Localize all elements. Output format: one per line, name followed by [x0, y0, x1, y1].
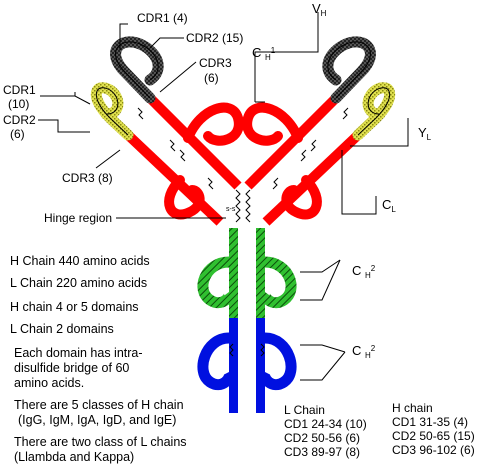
hinge-region	[235, 189, 251, 223]
vh-label: VH	[312, 1, 327, 18]
cdr3-top-label: CDR3	[199, 56, 232, 70]
left-cl-domain	[164, 175, 205, 220]
fact-domain-line2: disulfide bridge of 60	[14, 361, 130, 375]
cdr1-left-count: (10)	[8, 97, 30, 111]
ch3-label: C H2	[352, 343, 376, 360]
h-chain-row: CD3 96-102 (6)	[392, 443, 475, 457]
cdr1-left-label: CDR1	[3, 83, 36, 97]
h-chain-row: CD1 31-35 (4)	[392, 415, 469, 429]
ch3-right-loop	[259, 332, 297, 391]
stem-disulfides	[229, 343, 265, 357]
cdr1-top-label: CDR1 (4)	[137, 11, 188, 25]
right-vl-domain	[352, 82, 395, 141]
l-chain-row: CD2 50-56 (6)	[284, 431, 361, 445]
ch3-left-loop	[197, 332, 235, 391]
ch2-left-loop	[197, 256, 235, 309]
right-arm-disulfides	[272, 107, 349, 190]
h-chain-title: H chain	[392, 401, 433, 415]
left-arm-disulfides	[137, 107, 214, 190]
right-light-strand	[262, 131, 362, 226]
ch1-label: C H1	[252, 45, 276, 62]
ch3-right-strand	[256, 318, 265, 413]
h-chain-row: CD2 50-65 (15)	[392, 429, 475, 443]
left-vl-domain	[91, 82, 134, 141]
fact-h-chain-domains: H chain 4 or 5 domains	[10, 300, 139, 314]
left-heavy-strand	[146, 94, 242, 190]
fact-h-classes-line2: (IgG, IgM, IgA, IgD, and IgE)	[18, 413, 177, 427]
left-light-strand	[124, 131, 224, 226]
right-cl-domain	[281, 175, 322, 220]
fact-l-chain-domains: L Chain 2 domains	[10, 322, 114, 336]
fact-l-chain-aa: L Chain 220 amino acids	[10, 276, 148, 290]
ch2-right-loop	[259, 256, 297, 309]
fact-domain-line1: Each domain has intra-	[14, 346, 143, 360]
cdr3-left-label: CDR3 (8)	[62, 171, 113, 185]
disulfide-label: s-s	[226, 206, 236, 213]
fact-h-chain-aa: H Chain 440 amino acids	[10, 254, 150, 268]
fact-domain-line3: amino acids.	[14, 376, 85, 390]
ch3-left-strand	[229, 318, 238, 413]
cdr2-left-label: CDR2	[3, 113, 36, 127]
cdr3-top-count: (6)	[204, 71, 219, 85]
fact-l-classes-line2: (Llambda and Kappa)	[14, 450, 135, 464]
l-chain-row: CD1 24-34 (10)	[284, 417, 367, 431]
right-ch1-domain	[242, 102, 303, 146]
right-vh-domain	[322, 36, 376, 104]
vl-label: YL	[418, 125, 432, 142]
left-vh-domain	[110, 36, 164, 104]
cl-label: CL	[382, 197, 396, 214]
fact-h-classes-line1: There are 5 classes of H chain	[14, 398, 184, 412]
left-arm	[91, 36, 244, 226]
fact-l-classes-line1: There are two class of L chains	[14, 435, 187, 449]
l-chain-title: L Chain	[284, 403, 325, 417]
cdr2-top-label: CDR2 (15)	[186, 31, 244, 45]
l-chain-row: CD3 89-97 (8)	[284, 445, 361, 459]
cdr2-left-count: (6)	[10, 127, 25, 141]
ch2-label: C H2	[352, 263, 376, 280]
leader-lines	[38, 12, 409, 381]
hinge-label: Hinge region	[44, 211, 113, 225]
right-heavy-strand	[244, 94, 340, 190]
left-ch1-domain	[183, 102, 244, 146]
ch3-region	[197, 318, 297, 413]
right-arm	[242, 36, 395, 226]
ch2-region	[197, 228, 297, 318]
